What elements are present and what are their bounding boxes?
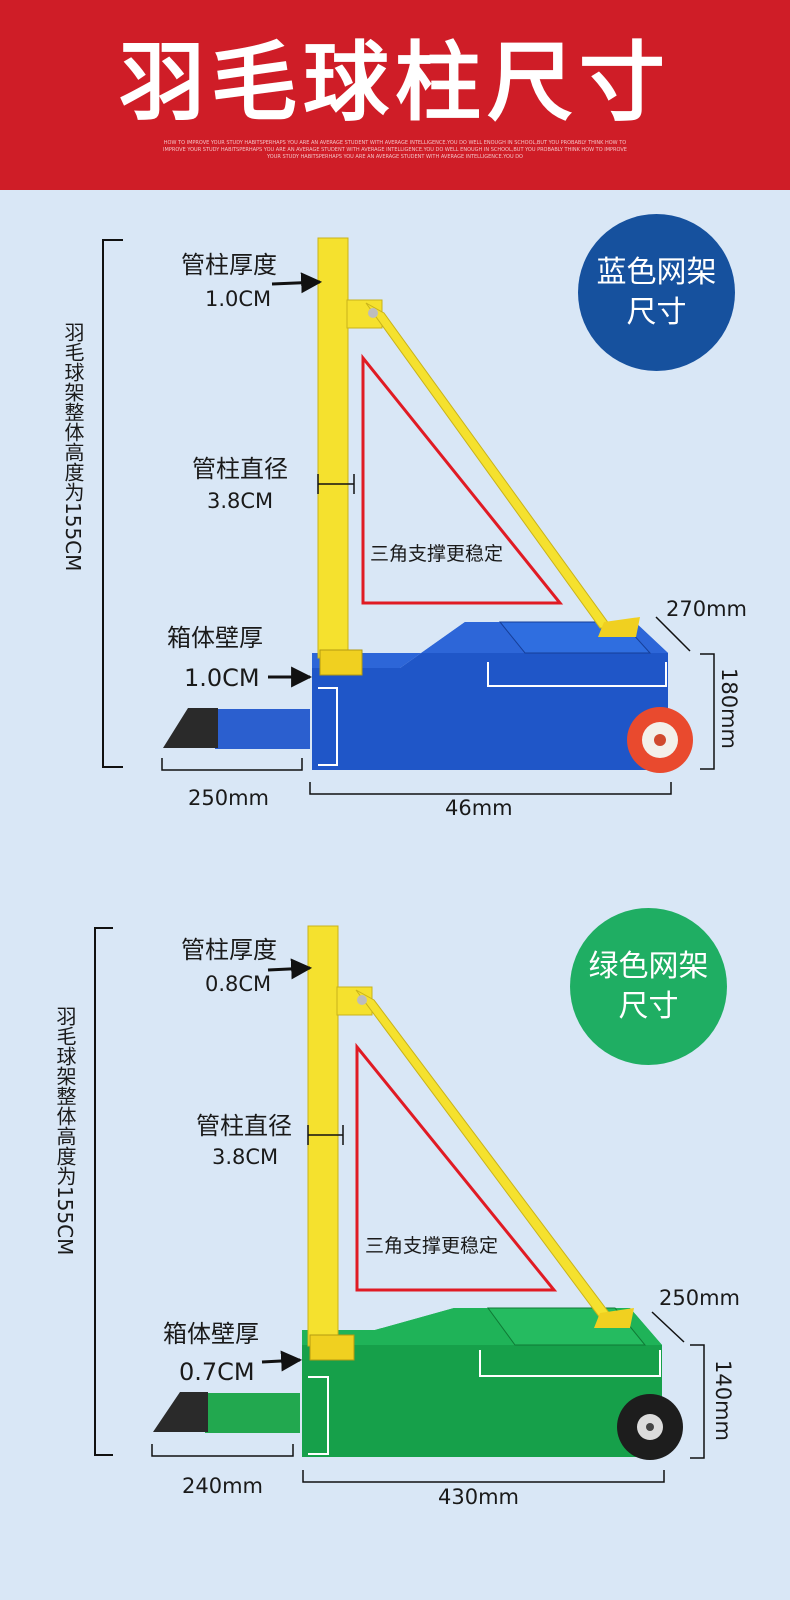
blue-badge-line1: 蓝色网架 [596,254,717,290]
blue-foot-length-label: 250mm [188,786,269,810]
green-pole-diameter-label: 管柱直径 [196,1112,292,1140]
blue-stand-badge: 蓝色网架 尺寸 [578,214,735,371]
green-depth-label: 250mm [659,1286,740,1310]
blue-triangle-outline [361,353,564,605]
green-box-height-dimension [690,1344,705,1459]
green-pole [307,925,339,1347]
green-wall-arrow [261,1350,303,1372]
blue-total-height-label: 羽毛球架整体高度为155CM [61,322,85,572]
blue-foot-dimension [161,758,303,771]
blue-pole-thickness-label: 管柱厚度 [181,251,277,279]
blue-pole-diameter-label: 管柱直径 [192,455,288,483]
blue-support-brace [365,302,613,629]
blue-wall-thickness-value: 1.0CM [184,664,260,692]
green-triangle-label: 三角支撑更稳定 [365,1235,499,1257]
blue-foot-arm [215,709,310,749]
blue-height-bracket [102,239,123,768]
header-banner: 羽毛球柱尺寸 HOW TO IMPROVE YOUR STUDY HABITSP… [0,0,790,190]
green-box-height-label: 140mm [711,1360,735,1441]
blue-depth-dimension [655,616,691,652]
blue-length-dimension [309,782,672,795]
green-stand-badge: 绿色网架 尺寸 [570,908,727,1065]
green-foot-length-label: 240mm [182,1474,263,1498]
blue-pole-thickness-value: 1.0CM [205,287,272,311]
banner-tagline: HOW TO IMPROVE YOUR STUDY HABITSPERHAPS … [163,140,627,160]
green-wall-thickness-value: 0.7CM [179,1358,255,1386]
green-depth-dimension [651,1311,685,1343]
green-rubber-foot [153,1392,208,1432]
green-support-brace [355,989,615,1319]
blue-depth-label: 270mm [666,597,747,621]
green-stand-drawing [94,925,705,1483]
blue-pole-diameter-value: 3.8CM [207,489,274,513]
green-badge-line2: 尺寸 [618,988,679,1024]
green-pole-thickness-value: 0.8CM [205,972,272,996]
blue-box-height-label: 180mm [717,668,741,749]
blue-triangle-label: 三角支撑更稳定 [370,543,504,565]
blue-diameter-marker [317,474,355,494]
blue-pole [317,237,349,659]
blue-stand-drawing [102,237,715,795]
green-wall-thickness-label: 箱体壁厚 [163,1320,259,1348]
green-total-height-label: 羽毛球架整体高度为155CM [53,1006,77,1256]
blue-base-box [312,622,668,770]
green-foot-dimension [151,1444,294,1457]
green-length-dimension [302,1470,665,1483]
blue-thickness-arrow [271,272,323,294]
green-badge-line1: 绿色网架 [588,948,709,984]
green-diameter-marker [307,1125,344,1145]
blue-badge-line2: 尺寸 [626,294,687,330]
green-pole-thickness-label: 管柱厚度 [181,936,277,964]
blue-box-height-dimension [700,653,715,770]
green-height-bracket [94,927,113,1456]
page-title: 羽毛球柱尺寸 [119,33,671,133]
green-thickness-arrow [267,958,313,980]
green-triangle-outline [355,1042,558,1292]
green-foot-arm [205,1393,300,1433]
blue-wall-thickness-label: 箱体壁厚 [167,624,263,652]
green-pole-diameter-value: 3.8CM [212,1145,279,1169]
blue-rubber-foot [163,708,218,748]
green-box-length-label: 430mm [438,1485,519,1509]
blue-box-length-label: 46mm [445,796,513,820]
